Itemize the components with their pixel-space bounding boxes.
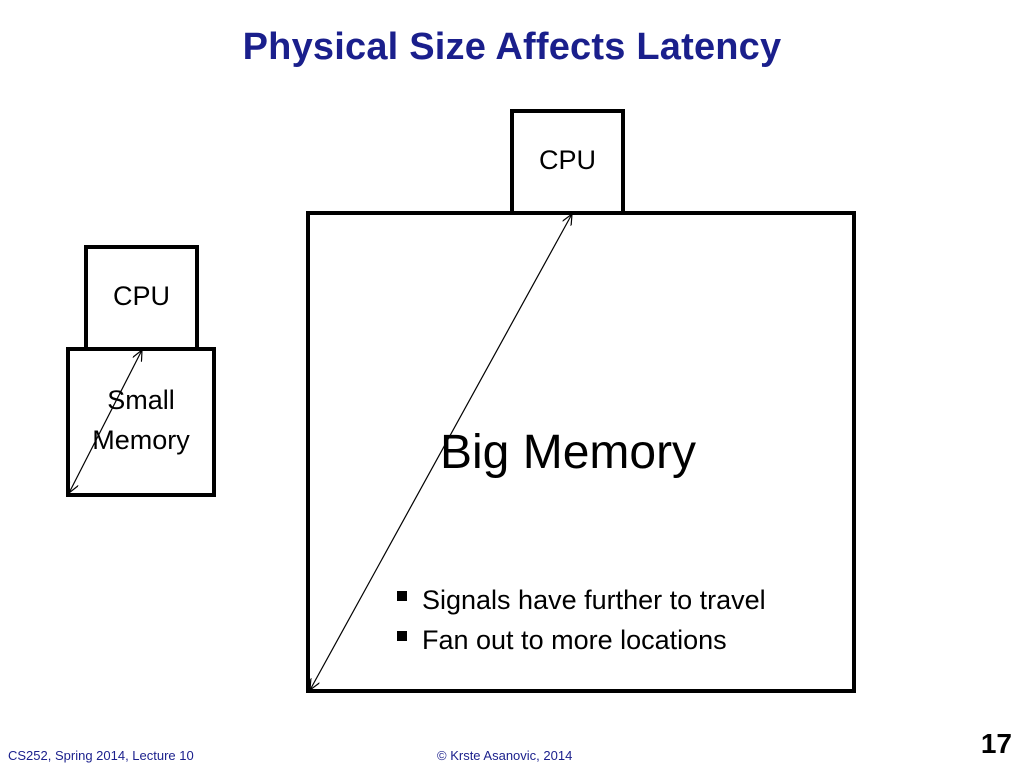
page-number: 17 [980, 728, 1012, 759]
big-distance-arrow [310, 214, 572, 690]
footer-course: CS252, Spring 2014, Lecture 10 [8, 748, 194, 763]
big-cpu-label: CPU [538, 145, 596, 175]
slide-title: Physical Size Affects Latency [242, 26, 782, 68]
footer-copyright: © Krste Asanovic, 2014 [437, 748, 573, 763]
small-cpu-label: CPU [112, 281, 170, 311]
small-distance-arrow [69, 350, 142, 493]
